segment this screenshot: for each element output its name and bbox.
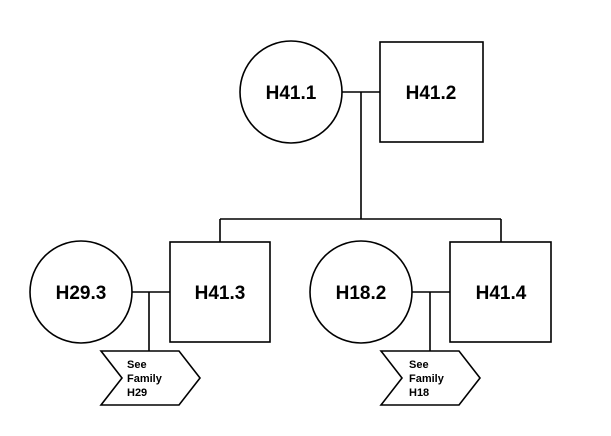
note-left-line-2: Family [127,373,163,385]
note-right-line-1: See [409,359,429,371]
note-left-line-3: H29 [127,387,147,399]
label-h41-4: H41.4 [476,283,527,304]
see-family-note-left [99,350,202,406]
note-right-line-2: Family [409,373,445,385]
label-h18-2: H18.2 [336,283,387,304]
label-h41-1: H41.1 [266,83,317,104]
note-right-line-3: H18 [409,387,429,399]
male-node-h41-2 [379,41,484,143]
see-family-note-right [379,350,482,406]
label-h41-3: H41.3 [195,283,246,304]
note-left-line-1: See [127,359,147,371]
male-node-h41-3 [169,241,271,343]
label-h29-3: H29.3 [56,283,107,304]
label-h41-2: H41.2 [406,83,457,104]
